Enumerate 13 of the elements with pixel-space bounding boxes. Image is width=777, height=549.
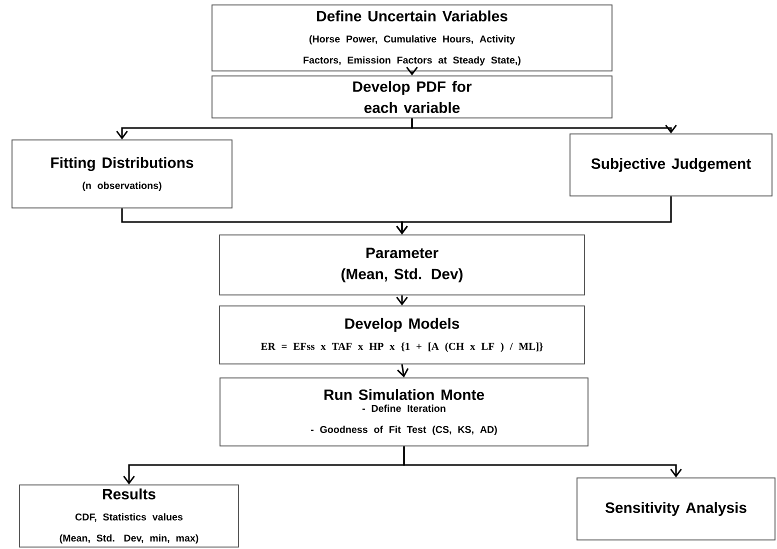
process-box: Sensitivity Analysis — [576, 478, 776, 540]
process-box: Results CDF, Statistics values (Mean, Std. Dev, min, max) — [19, 484, 239, 548]
process-box: Define Uncertain Variables (Horse Power, Cumulative Hours, Activity Factors, Emission Factors at Steady State,) — [212, 4, 612, 72]
process-box: Develop PDF for each variable — [212, 76, 612, 118]
process-box: Subjective Judgement — [570, 134, 772, 196]
arrow — [411, 118, 677, 134]
process-box: Fitting Distributions (n observations) — [12, 140, 232, 208]
arrow — [396, 364, 409, 378]
arrow — [403, 446, 682, 478]
process-box: Parameter (Mean, Std. Dev) — [219, 234, 585, 296]
process-box: Run Simulation Monte - Define Iteration - Goodness of Fit Test (CS, KS, AD) — [220, 378, 588, 446]
process-box: Develop Models ER = EFss x TAF x HP x {1 + [A (CH x LF ) / ML]} — [219, 306, 585, 364]
arrow — [396, 196, 672, 235]
